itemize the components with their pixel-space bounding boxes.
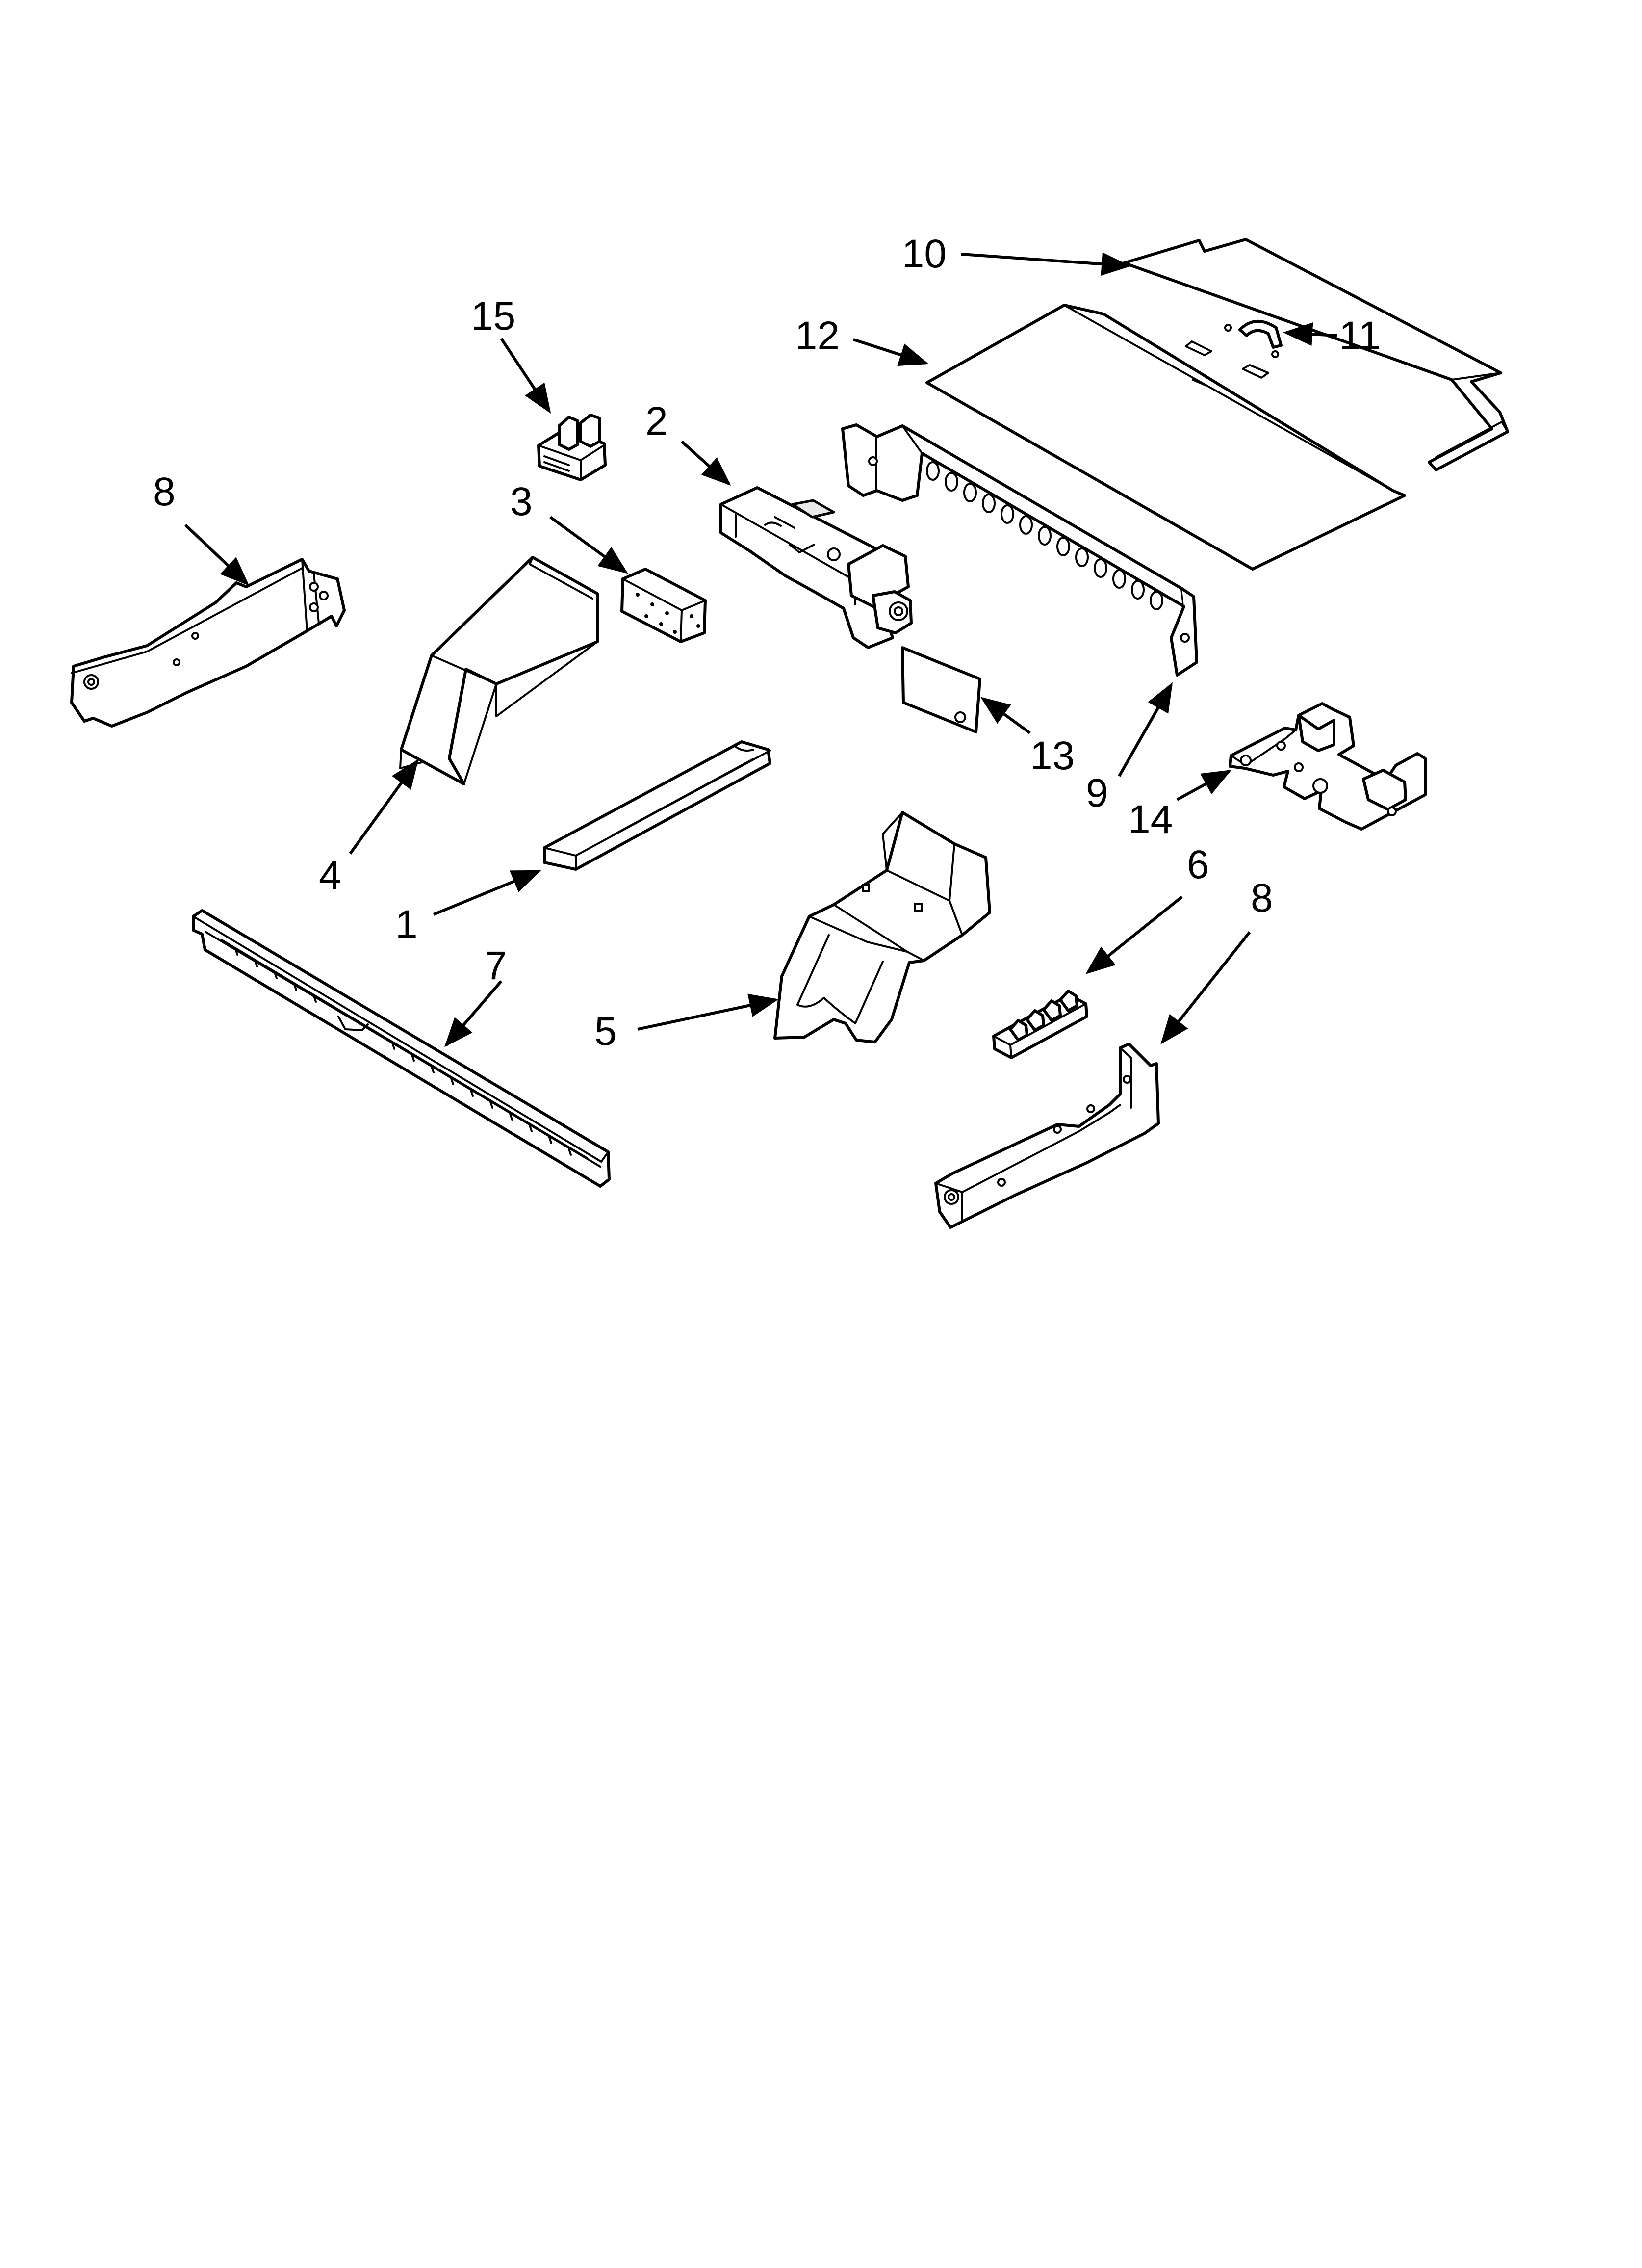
callout-6: 6	[1187, 842, 1209, 887]
part-3-block	[620, 568, 707, 643]
callout-4: 4	[319, 853, 341, 898]
callout-8-right: 8	[1251, 876, 1273, 920]
callout-14: 14	[1128, 797, 1173, 842]
part-2-gas-valve	[719, 486, 913, 649]
callout-13: 13	[1030, 733, 1075, 778]
callout-11: 11	[1339, 313, 1381, 358]
part-8-side-bracket-right	[934, 1043, 1160, 1229]
callout-10: 10	[902, 232, 947, 276]
part-14-bracket	[1229, 702, 1427, 831]
callout-8-left: 8	[153, 469, 176, 514]
callout-labels: 10 11 12 15 2 3 8 4 1 13 9 14 6 8 7 5	[153, 232, 1381, 1054]
part-4-duct	[399, 556, 599, 785]
part-13-plate	[901, 646, 981, 733]
part-8-side-bracket-left	[70, 558, 346, 728]
callout-1: 1	[395, 902, 418, 947]
callout-5: 5	[594, 1009, 617, 1054]
part-9-rear-bracket	[841, 423, 1198, 677]
part-11-clip	[1224, 320, 1283, 358]
part-6-terminal-block	[992, 990, 1088, 1059]
part-15-transformer	[537, 414, 607, 481]
part-12-cover-sheet	[925, 304, 1406, 571]
callout-7: 7	[485, 943, 507, 988]
part-5-burner-shield	[773, 811, 991, 1043]
leader-lines	[184, 252, 1337, 1047]
callout-2: 2	[645, 399, 668, 443]
callout-15: 15	[471, 294, 515, 339]
part-10-top-panel	[1123, 238, 1509, 471]
callout-9: 9	[1086, 771, 1108, 815]
part-7-long-rail	[192, 909, 611, 1188]
part-1-rail	[543, 740, 771, 871]
callout-3: 3	[510, 479, 533, 524]
callout-12: 12	[795, 313, 840, 358]
